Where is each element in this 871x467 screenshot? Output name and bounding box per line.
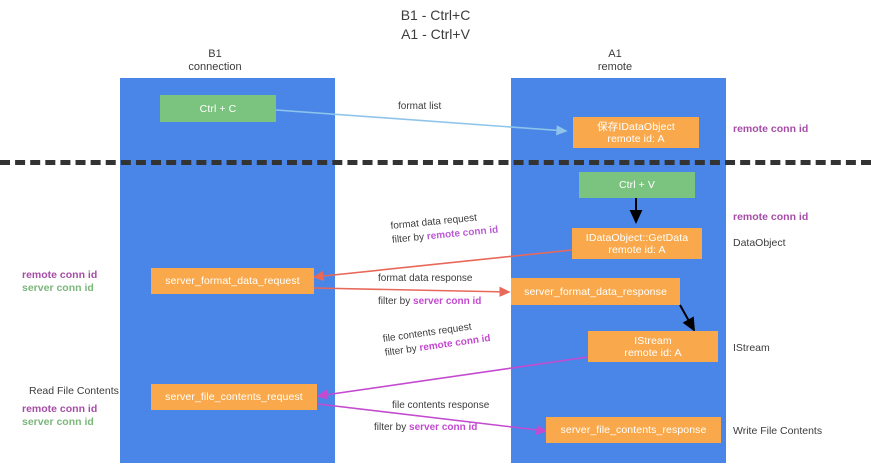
annotation-right-dataobject: DataObject [733, 237, 786, 249]
column-header-b1: B1 connection [188, 48, 242, 73]
filter-by-text: filter by [374, 422, 410, 433]
filter-by-text: filter by [378, 296, 414, 307]
edge-label-file-contents-response-line2: filter by server conn id [374, 421, 489, 435]
node-ctrl-c[interactable]: Ctrl + C [160, 95, 276, 122]
node-server-format-data-response[interactable]: server_format_data_response [511, 278, 680, 305]
node-idataobject-getdata[interactable]: IDataObject::GetData remote id: A [572, 228, 702, 259]
edge-label-format-data-request: format data request filter by remote con… [390, 210, 499, 248]
annotation-right-istream: IStream [733, 342, 770, 354]
node-ctrl-v[interactable]: Ctrl + V [579, 172, 695, 198]
annotation-right-remote-conn-id-top: remote conn id [733, 123, 809, 135]
annotation-left-remote-conn-id: remote conn id [22, 269, 98, 281]
annotation-right-write-file-contents: Write File Contents [733, 425, 823, 437]
node-istream[interactable]: IStream remote id: A [588, 331, 718, 362]
edge-label-file-contents-request: file contents request filter by remote c… [382, 318, 492, 361]
node-server-file-contents-request[interactable]: server_file_contents_request [151, 384, 317, 410]
edge-label-file-contents-response: file contents response filter by server … [374, 399, 490, 435]
annotation-left-bottom-server-conn-id: server conn id [22, 416, 94, 428]
annotation-left-read-file-contents: Read File Contents [29, 385, 119, 397]
edge-label-format-data-response: format data response filter by server co… [378, 272, 481, 309]
filter-key-server-conn-id: server conn id [409, 422, 478, 433]
edge-label-file-contents-response-line1: file contents response [392, 400, 490, 411]
filter-by-text: filter by [384, 342, 421, 359]
annotation-left-bottom-remote-conn-id: remote conn id [22, 403, 98, 415]
filter-key-server-conn-id: server conn id [413, 296, 482, 307]
edge-label-format-data-response-line1: format data response [378, 273, 473, 284]
node-server-format-data-request[interactable]: server_format_data_request [151, 268, 314, 294]
edge-label-format-data-response-line2: filter by server conn id [378, 295, 481, 309]
phase-separator [0, 160, 871, 165]
node-server-file-contents-response[interactable]: server_file_contents_response [546, 417, 721, 443]
column-header-a1: A1 remote [597, 48, 633, 73]
node-save-idataobject[interactable]: 保存IDataObject remote id: A [573, 117, 699, 148]
edge-label-format-list: format list [398, 100, 441, 114]
page-title: B1 - Ctrl+C A1 - Ctrl+V [400, 7, 471, 42]
filter-by-text: filter by [391, 231, 428, 246]
edge-label-format-list-line1: format list [398, 101, 442, 112]
annotation-right-remote-conn-id-mid: remote conn id [733, 211, 809, 223]
annotation-left-server-conn-id: server conn id [22, 282, 94, 294]
